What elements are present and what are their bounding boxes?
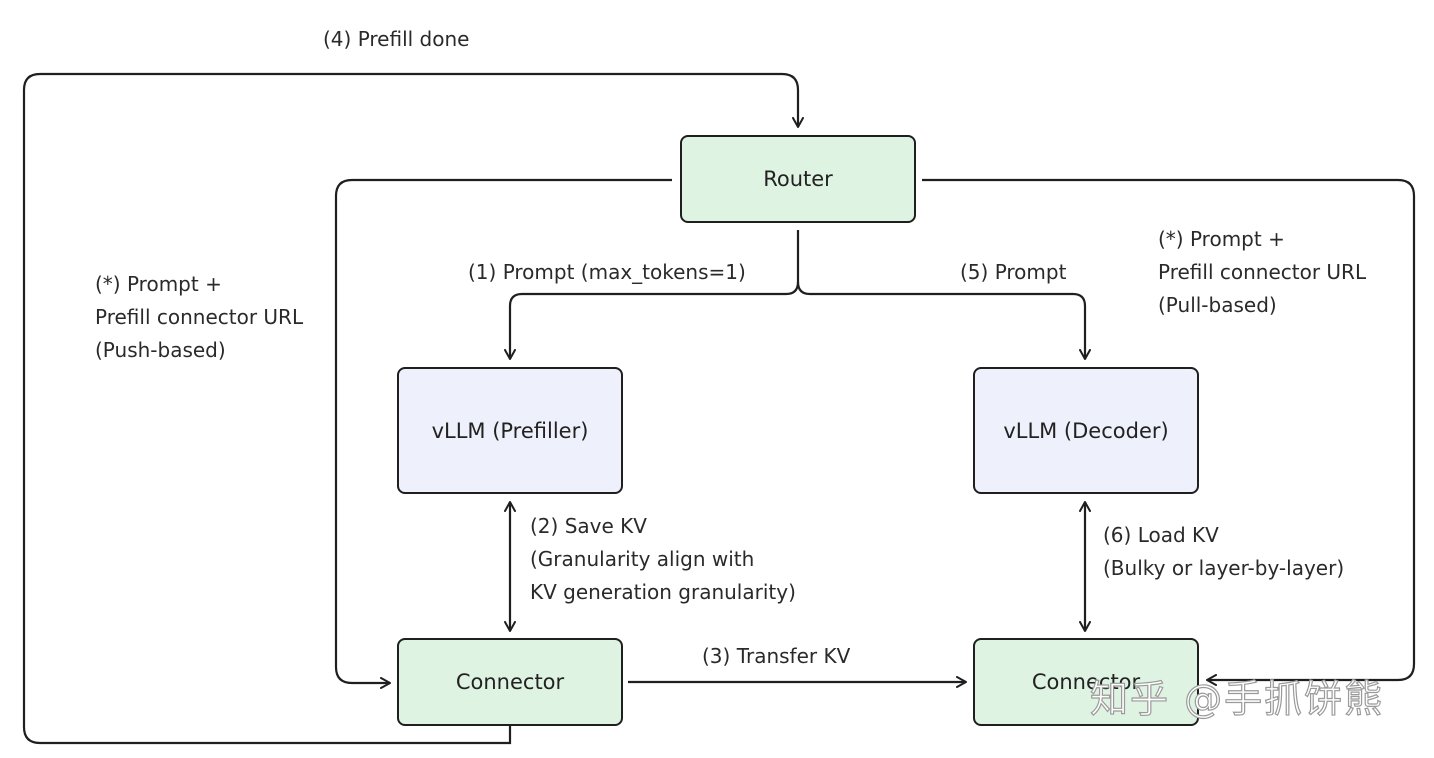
edge-router-stem — [504, 230, 800, 360]
connector-right-label: Connector — [1031, 670, 1141, 694]
watermark: 知乎 @手抓饼熊 — [1089, 676, 1385, 721]
push-based-label: (*) Prompt + Prefill connector URL (Push… — [95, 272, 304, 362]
edge-push-based — [334, 178, 672, 689]
prompt-max-tokens-label: (1) Prompt (max_tokens=1) — [468, 260, 746, 284]
edge-pull-based — [922, 178, 1416, 686]
load-kv-label: (6) Load KV (Bulky or layer-by-layer) — [1103, 523, 1345, 580]
decoder-label: vLLM (Decoder) — [1003, 418, 1169, 443]
prompt-decoder-label: (5) Prompt — [960, 260, 1067, 284]
save-kv-label: (2) Save KV (Granularity align with KV g… — [530, 514, 796, 604]
prefiller-label: vLLM (Prefiller) — [431, 418, 589, 443]
connector-left-label: Connector — [455, 670, 565, 694]
prefiller-node: vLLM (Prefiller) — [397, 367, 623, 494]
decoder-node: vLLM (Decoder) — [973, 367, 1199, 494]
edge-router-to-decoder — [796, 281, 1091, 360]
router-label: Router — [763, 167, 833, 191]
connector-left-node: Connector — [397, 638, 623, 726]
connector-right-node: Connector — [973, 638, 1199, 726]
edge-prefill-done — [22, 72, 804, 745]
transfer-kv-label: (3) Transfer KV — [702, 644, 851, 668]
router-node: Router — [680, 135, 916, 223]
pull-based-label: (*) Prompt + Prefill connector URL (Pull… — [1158, 227, 1367, 317]
prefill-done-label: (4) Prefill done — [323, 27, 470, 51]
